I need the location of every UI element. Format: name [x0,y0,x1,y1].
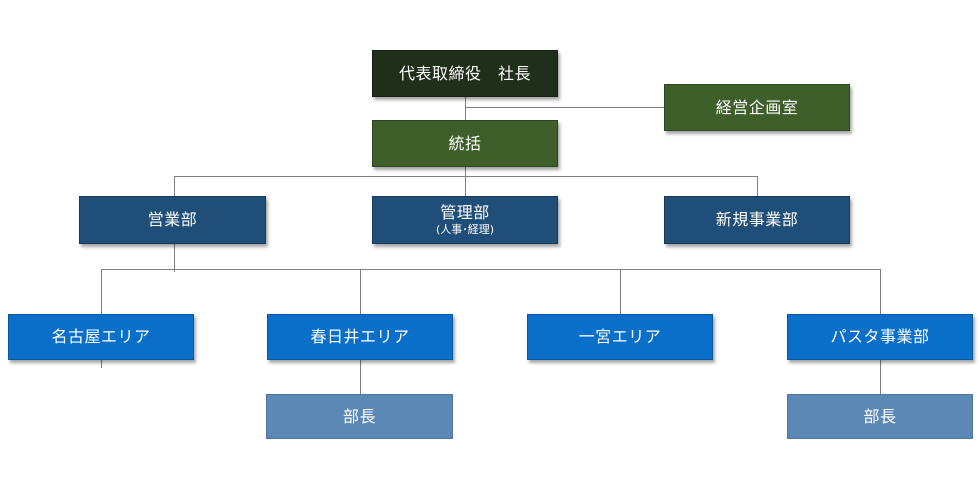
connector-line [101,269,102,314]
planning-office-box: 経営企画室 [664,84,850,131]
connector-line [757,176,758,196]
president-label: 代表取締役 社長 [398,63,531,83]
kasugai-manager-label: 部長 [342,406,376,426]
ichinomiya-area-label: 一宮エリア [578,327,662,346]
connector-line [465,107,665,108]
pasta-division-label: パスタ事業部 [830,327,930,346]
new-business-division-label: 新規事業部 [715,210,799,229]
sales-division-box: 営業部 [79,196,266,244]
pasta-division-box: パスタ事業部 [787,314,973,360]
general-box: 統括 [372,120,558,167]
connector-line [465,176,466,196]
connector-line [174,176,758,177]
planning-office-label: 経営企画室 [715,97,799,117]
kasugai-area-box: 春日井エリア [267,314,453,360]
connector-line [465,165,466,177]
connector-line [465,97,466,120]
pasta-manager-label: 部長 [863,406,897,426]
kasugai-area-label: 春日井エリア [310,327,410,346]
connector-line [360,269,361,314]
pasta-manager-box: 部長 [787,394,973,439]
new-business-division-box: 新規事業部 [664,196,850,244]
president-box: 代表取締役 社長 [372,50,558,97]
admin-division-label: 管理部 [440,203,490,222]
connector-line [174,244,175,272]
connector-line [880,269,881,314]
kasugai-manager-box: 部長 [266,394,453,439]
sales-division-label: 営業部 [147,210,198,229]
nagoya-area-label: 名古屋エリア [51,327,151,346]
connector-line [880,360,881,394]
admin-division-box: 管理部 (人事･経理) [372,196,558,244]
connector-line [620,269,621,314]
general-label: 統括 [448,133,482,153]
ichinomiya-area-box: 一宮エリア [527,314,713,360]
nagoya-area-box: 名古屋エリア [8,314,194,360]
connector-line [174,176,175,196]
connector-line [101,360,102,368]
admin-division-sublabel: (人事･経理) [435,223,495,236]
connector-line [101,269,881,270]
connector-line [360,360,361,394]
